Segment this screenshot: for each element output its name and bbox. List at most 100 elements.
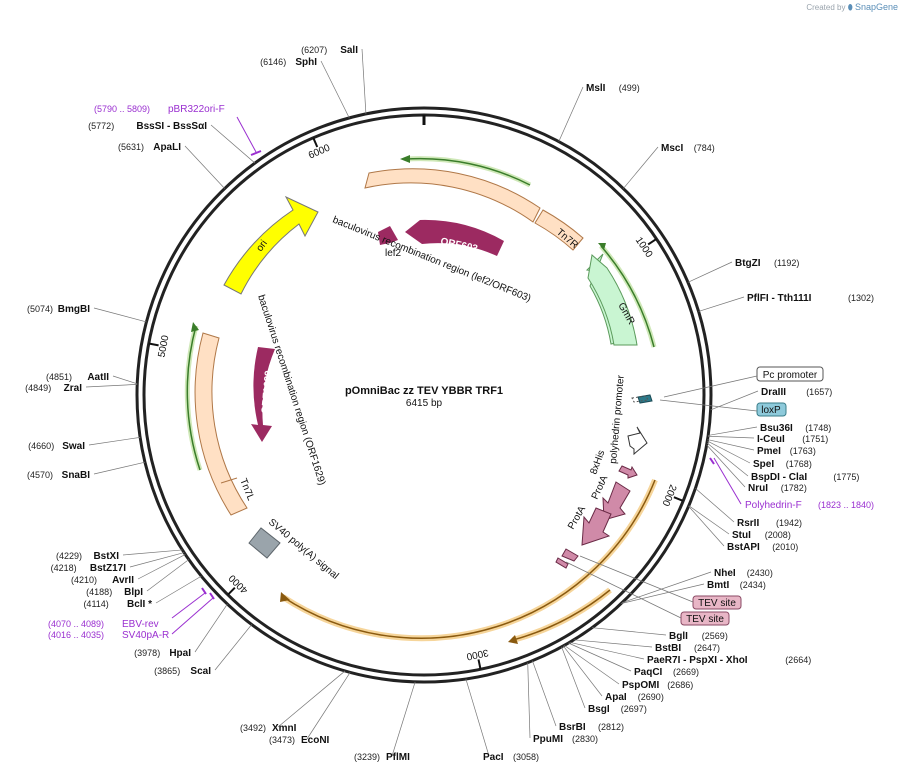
enzyme-position: (4660) [28, 441, 54, 451]
tev-site-box-1[interactable]: TEV site [579, 555, 742, 610]
enzyme-site[interactable]: RsrII(1942) [737, 518, 802, 529]
enzyme-site[interactable]: ScaI(3865) [154, 666, 211, 677]
enzyme-site[interactable]: AvrII(4210) [71, 575, 134, 586]
feature-polyhedrin-label: polyhedrin promoter [608, 374, 627, 464]
enzyme-leader [708, 426, 758, 436]
enzyme-site[interactable]: SpeI(1768) [753, 459, 812, 470]
enzyme-site[interactable]: HpaI(3978) [134, 648, 191, 659]
enzyme-name: BlpI [124, 587, 143, 598]
enzyme-leader [687, 261, 733, 283]
enzyme-position: (4570) [27, 470, 53, 480]
enzyme-site[interactable]: (3239)PflMI [354, 752, 410, 763]
enzyme-site[interactable]: BstAPI(2010) [727, 542, 798, 553]
enzyme-site[interactable]: BsgI(2697) [588, 704, 647, 715]
enzyme-site[interactable]: PpuMI(2830) [533, 734, 598, 745]
enzyme-site[interactable]: ApaLI(5631) [118, 142, 181, 153]
enzyme-leader [146, 559, 190, 592]
primer-pbr322ori-f[interactable]: (5790 .. 5809) pBR322ori-F [94, 104, 262, 156]
enzyme-site[interactable]: (3473)EcoNI [269, 735, 330, 746]
enzyme-site[interactable]: PaeR7I - PspXI - XhoI(2664) [647, 655, 811, 666]
enzyme-leader [695, 488, 735, 523]
enzyme-position: (5772) [88, 121, 114, 131]
feature-baculo-lef2[interactable] [364, 168, 541, 223]
inner-orf1629-label: ORF1629 [260, 370, 275, 415]
enzyme-leader [155, 575, 202, 604]
enzyme-site[interactable]: BlpI(4188) [86, 587, 143, 598]
enzyme-name: BstBI [655, 643, 681, 654]
enzyme-site[interactable]: DraIII(1657) [761, 387, 832, 398]
enzyme-site[interactable]: BstXI(4229) [56, 551, 119, 562]
primer-polyhedrin-f[interactable]: Polyhedrin-F (1823 .. 1840) [709, 457, 874, 511]
primer-sv40pa-r[interactable]: (4016 .. 4035) SV40pA-R [48, 592, 215, 641]
enzyme-site[interactable]: AatII(4851) [46, 372, 109, 383]
pc-promoter-box[interactable]: Pc promoter [663, 366, 824, 398]
enzyme-site[interactable]: SwaI(4660) [28, 441, 85, 452]
enzyme-leader [710, 390, 759, 411]
feature-prota-1[interactable] [602, 481, 631, 521]
enzyme-site[interactable]: MslI (499) [586, 83, 640, 94]
enzyme-site[interactable]: BsrBI(2812) [559, 722, 624, 733]
enzyme-position: (4851) [46, 372, 72, 382]
tick-label: 3000 [465, 646, 489, 661]
tick-label: 1000 [633, 235, 655, 260]
enzyme-leader [558, 86, 584, 142]
enzyme-site[interactable]: ZraI(4849) [25, 383, 82, 394]
enzyme-site[interactable]: BspDI - ClaI(1775) [751, 472, 859, 483]
enzyme-site[interactable]: BglI(2569) [669, 631, 728, 642]
tev-site-label-2: TEV site [686, 614, 724, 625]
feature-gmr[interactable]: GmR [585, 253, 638, 346]
feature-8xhis[interactable] [618, 465, 638, 479]
enzyme-site[interactable]: PspOMI(2686) [622, 680, 693, 691]
enzyme-site[interactable]: Bsu36I(1748) [760, 423, 831, 434]
enzyme-site[interactable]: BstBI(2647) [655, 643, 720, 654]
primer-polyhedrin-f-name: Polyhedrin-F [745, 500, 802, 511]
enzyme-site[interactable]: NruI(1782) [748, 483, 807, 494]
feature-prota-1-label: ProtA [590, 474, 611, 502]
enzyme-site[interactable]: (3492)XmnI [240, 723, 297, 734]
loxp-box[interactable]: loxP [659, 399, 787, 417]
enzyme-site[interactable]: NheI(2430) [714, 568, 773, 579]
enzyme-site[interactable]: I-CeuI(1751) [757, 434, 828, 445]
feature-polyhedrin-promoter[interactable] [627, 426, 648, 456]
enzyme-site[interactable]: SphI(6146) [260, 57, 317, 68]
enzyme-site[interactable]: PflFI - Tth111I(1302) [747, 293, 874, 304]
enzyme-site[interactable]: ApaI(2690) [605, 692, 664, 703]
enzyme-name: BsrBI [559, 722, 586, 733]
enzyme-site[interactable]: BssSI - BssSαI(5772) [88, 121, 207, 132]
enzyme-name: MslI [586, 83, 606, 94]
enzyme-site[interactable]: BmgBI(5074) [27, 304, 90, 315]
enzyme-site[interactable]: BtgZI(1192) [735, 258, 799, 269]
enzyme-site[interactable]: SalI(6207) [301, 45, 358, 56]
feature-sv40-polya[interactable] [248, 527, 281, 559]
tev-site-box-2[interactable]: TEV site [565, 561, 730, 626]
feature-prota-2[interactable] [581, 507, 612, 546]
feature-ori[interactable]: ori [223, 195, 319, 295]
enzyme-position: (5074) [27, 304, 53, 314]
enzyme-site[interactable]: (3058)PacI [483, 752, 539, 763]
inner-orf1629[interactable]: ORF1629 [251, 347, 275, 442]
feature-baculo-orf1629[interactable] [194, 332, 248, 516]
feature-tn7l[interactable] [220, 477, 238, 484]
inner-lef2[interactable]: lef2 [378, 226, 402, 259]
enzyme-name: XmnI [272, 723, 297, 734]
enzyme-site[interactable]: StuI(2008) [732, 530, 791, 541]
enzyme-name: PmeI [757, 446, 781, 457]
feature-tn7r[interactable]: Tn7R [534, 209, 584, 251]
enzyme-site[interactable]: BmtI(2434) [707, 580, 766, 591]
enzyme-site[interactable]: SnaBI(4570) [27, 470, 90, 481]
orf-arcs [184, 155, 658, 644]
enzyme-leader [568, 642, 632, 672]
primer-ebv-rev[interactable]: (4070 .. 4089) EBV-rev [48, 587, 207, 630]
enzyme-position: (3473) [269, 735, 295, 745]
enzyme-site[interactable]: PaqCI(2669) [634, 667, 699, 678]
enzyme-site[interactable]: BclI *(4114) [83, 599, 152, 610]
enzyme-position: (3865) [154, 666, 180, 676]
enzyme-name: AvrII [112, 575, 134, 586]
enzyme-position: (1782) [781, 483, 807, 493]
enzyme-leader [194, 603, 228, 653]
enzyme-position: (499) [619, 83, 640, 93]
enzyme-site[interactable]: BstZ17I(4218) [51, 563, 127, 574]
enzyme-site[interactable]: PmeI(1763) [757, 446, 816, 457]
enzyme-site[interactable]: MscI(784) [661, 143, 715, 154]
enzyme-leader [623, 146, 659, 189]
